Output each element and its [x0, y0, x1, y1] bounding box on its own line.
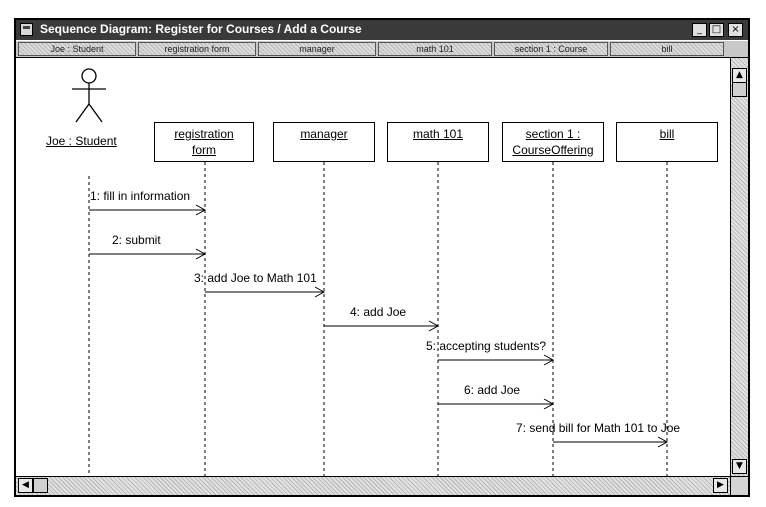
object-manager[interactable]: manager [273, 122, 375, 162]
sequence-diagram-window: Sequence Diagram: Register for Courses /… [14, 18, 750, 497]
message-label-7[interactable]: 7: send bill for Math 101 to Joe [516, 421, 681, 435]
header-tab-registration-form[interactable]: registration form [138, 42, 256, 56]
object-name: math 101 [412, 127, 464, 141]
horizontal-scroll-thumb[interactable] [33, 478, 48, 493]
message-arrow-6[interactable] [438, 398, 555, 410]
title-bar: Sequence Diagram: Register for Courses /… [16, 20, 748, 40]
message-label-4[interactable]: 4: add Joe [350, 305, 407, 319]
vertical-scrollbar[interactable]: ▲ ▼ [730, 58, 748, 476]
vertical-scroll-thumb[interactable] [732, 82, 747, 97]
scroll-right-icon[interactable]: ▶ [713, 478, 728, 493]
object-bill[interactable]: bill [616, 122, 718, 162]
header-tab-manager[interactable]: manager [258, 42, 376, 56]
object-name: manager [300, 127, 348, 141]
header-tab-math-101[interactable]: math 101 [378, 42, 492, 56]
message-arrow-4[interactable] [324, 320, 440, 332]
header-tab-student[interactable]: Joe : Student [18, 42, 136, 56]
message-arrow-3[interactable] [205, 286, 326, 298]
actor-joe-student[interactable]: Joe : Student [46, 134, 117, 148]
message-arrow-5[interactable] [438, 354, 555, 366]
minimize-button[interactable]: _ [692, 23, 707, 37]
object-section-1-course-offering[interactable]: section 1 : CourseOffering [502, 122, 604, 162]
object-name: bill [659, 127, 675, 141]
window-title: Sequence Diagram: Register for Courses /… [40, 22, 362, 36]
object-math-101[interactable]: math 101 [387, 122, 489, 162]
header-tab-section-1[interactable]: section 1 : Course [494, 42, 608, 56]
scroll-left-icon[interactable]: ◀ [18, 478, 33, 493]
header-tab-bill[interactable]: bill [610, 42, 724, 56]
message-label-1[interactable]: 1: fill in information [90, 189, 191, 203]
message-arrow-1[interactable] [89, 204, 207, 216]
window-menu-icon[interactable] [20, 23, 33, 36]
message-arrow-7[interactable] [553, 436, 669, 448]
scroll-up-icon[interactable]: ▲ [732, 68, 747, 83]
scroll-down-icon[interactable]: ▼ [732, 459, 747, 474]
message-label-6[interactable]: 6: add Joe [464, 383, 521, 397]
object-name: section 1 : CourseOffering [512, 127, 594, 157]
close-button[interactable]: × [728, 23, 743, 37]
diagram-canvas[interactable]: Joe : Student registration form manager … [16, 58, 730, 476]
message-arrow-2[interactable] [89, 248, 207, 260]
lifeline-header-bar: Joe : Student registration form manager … [16, 41, 748, 58]
stick-figure-icon[interactable] [72, 68, 106, 123]
object-name: registration form [174, 127, 234, 157]
object-registration-form[interactable]: registration form [154, 122, 254, 162]
message-label-2[interactable]: 2: submit [112, 233, 161, 247]
horizontal-scrollbar[interactable]: ◀ ▶ [16, 476, 730, 495]
message-label-3[interactable]: 3: add Joe to Math 101 [194, 271, 317, 285]
resize-grip-icon[interactable] [730, 476, 748, 495]
message-label-5[interactable]: 5: accepting students? [426, 339, 547, 353]
maximize-button[interactable]: □ [709, 23, 724, 37]
